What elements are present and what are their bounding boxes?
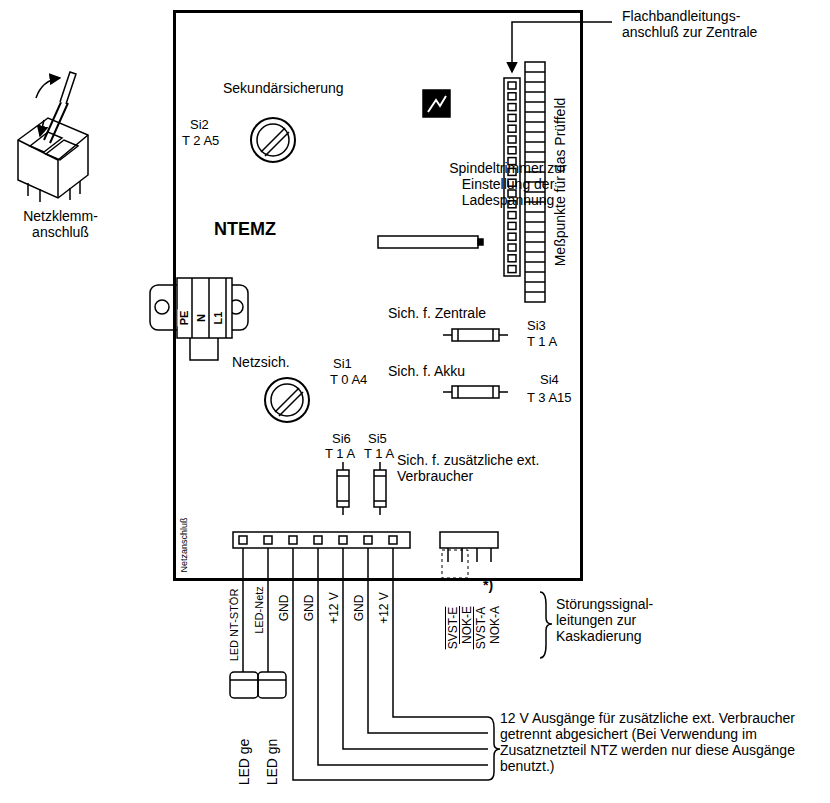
signal-name: NOK-A [488,605,502,645]
fuse-rating: T 0 A4 [330,372,367,387]
fuse-label: Sekundärsicherung [223,80,344,96]
signal-name: LED-Netz [253,585,266,635]
led-label: LED ge [236,738,252,787]
callout-label: 12 V Ausgänge für zusätzliche ext. Verbr… [500,710,820,774]
fuse-id: Si4 [540,372,559,387]
callout-label: Meßpunkte für das Prüffeld [552,97,568,268]
signal-name: +12 V [327,591,341,625]
fuse-id: Si3 [527,318,546,333]
fuse-label: Sich. f. zusätzliche ext. Verbraucher [397,452,577,484]
fuse-id: Si1 [333,356,352,371]
terminal-label: N [195,313,208,323]
fuse-id: Si5 [368,431,387,446]
callout-label: Flachbandleitungs- anschluß zur Zentrale [622,8,792,40]
board-name: NTEMZ [214,221,276,237]
signal-name: LED NT-STÖR [228,588,241,663]
signal-name: NOK-E [460,605,474,645]
signal-name: SVST-A [474,606,488,651]
fuse-label: Sich. f. Akku [388,363,465,379]
signal-name: GND [277,594,291,623]
fuse-rating: T 1 A [325,446,355,461]
signal-name: GND [302,594,316,623]
trimmer-label: Spindeltrimmer zur Einstellung der Lades… [423,160,593,208]
signal-name: GND [352,594,366,623]
fuse-rating: T 3 A15 [527,390,572,405]
led-label: LED gn [264,738,280,787]
callout-label: Störungssignal- leitungen zur Kaskadieru… [556,596,696,644]
terminal-label: PE [178,310,191,327]
fuse-id: Si2 [190,117,209,132]
signal-name: +12 V [377,591,391,625]
footnote-mark: *) [483,577,493,593]
fuse-label: Sich. f. Zentrale [388,305,486,321]
fuse-id: Si6 [332,431,351,446]
fuse-label: Netzsich. [232,354,290,370]
fuse-rating: T 1 A [364,446,394,461]
terminal-label: Netzanschluß [179,516,189,573]
fuse-rating: T 2 A5 [182,133,219,148]
terminal-label: L1 [212,311,225,326]
icon-label: Netzklemm- anschluß [8,208,113,240]
signal-name: SVST-E [446,606,460,651]
fuse-rating: T 1 A [527,334,557,349]
